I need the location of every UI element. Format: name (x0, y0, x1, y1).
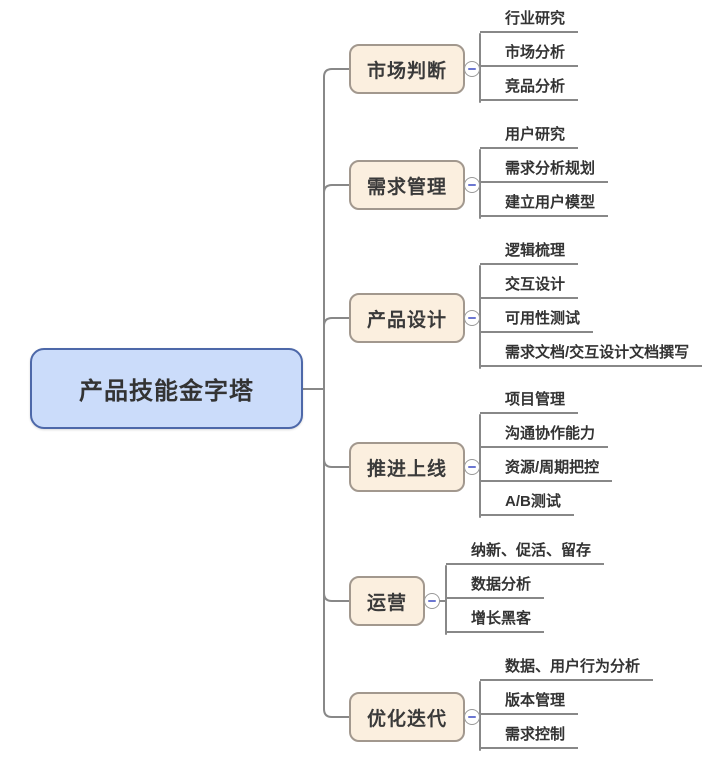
subtopic-node[interactable]: 建立用户模型 (480, 193, 609, 217)
subtopic-node[interactable]: 数据、用户行为分析 (480, 657, 654, 681)
main-topic-6-label: 优化迭代 (366, 708, 447, 730)
main-topic-4-label: 推进上线 (366, 458, 447, 480)
subtopic-node[interactable]: 市场分析 (480, 43, 579, 67)
main-topic-5-label: 运营 (366, 592, 407, 614)
minus-icon (468, 716, 476, 718)
subtopic-node[interactable]: 交互设计 (480, 275, 579, 299)
main-topic-3-label: 产品设计 (366, 309, 447, 331)
subtopic-node[interactable]: 需求控制 (480, 725, 579, 749)
minus-icon (428, 600, 436, 602)
minus-icon (468, 466, 476, 468)
subtopic-node[interactable]: 增长黑客 (446, 609, 545, 633)
main-topic-5[interactable]: 运营 (349, 576, 425, 626)
collapse-icon[interactable] (464, 177, 480, 193)
subtopic-node[interactable]: 沟通协作能力 (480, 424, 609, 448)
central-topic-label: 产品技能金字塔 (79, 378, 254, 405)
subtopic-node[interactable]: 数据分析 (446, 575, 545, 599)
main-topic-1[interactable]: 市场判断 (349, 44, 465, 94)
subtopic-node[interactable]: 需求文档/交互设计文档撰写 (480, 343, 703, 367)
minus-icon (468, 317, 476, 319)
branch-elbow-connectors (323, 68, 351, 718)
collapse-icon[interactable] (464, 61, 480, 77)
subtopic-node[interactable]: 逻辑梳理 (480, 241, 579, 265)
subtopic-node[interactable]: 竞品分析 (480, 77, 579, 101)
subtopic-node[interactable]: 版本管理 (480, 691, 579, 715)
child-rail-connectors (445, 33, 481, 751)
subtopic-node[interactable]: 资源/周期把控 (480, 458, 613, 482)
subtopic-node[interactable]: A/B测试 (480, 492, 574, 516)
main-topic-6[interactable]: 优化迭代 (349, 692, 465, 742)
subtopic-node[interactable]: 需求分析规划 (480, 159, 609, 183)
collapse-icon[interactable] (464, 310, 480, 326)
main-topic-2-label: 需求管理 (366, 176, 447, 198)
subtopic-node[interactable]: 可用性测试 (480, 309, 594, 333)
main-topic-4[interactable]: 推进上线 (349, 442, 465, 492)
collapse-icon[interactable] (464, 709, 480, 725)
main-topic-1-label: 市场判断 (366, 60, 447, 82)
subtopic-node[interactable]: 项目管理 (480, 390, 579, 414)
subtopic-node[interactable]: 纳新、促活、留存 (446, 541, 605, 565)
minus-icon (468, 184, 476, 186)
main-topic-2[interactable]: 需求管理 (349, 160, 465, 210)
collapse-icon[interactable] (424, 593, 440, 609)
central-topic[interactable]: 产品技能金字塔 (30, 348, 303, 429)
collapse-icon[interactable] (464, 459, 480, 475)
subtopic-node[interactable]: 用户研究 (480, 125, 579, 149)
minus-icon (468, 68, 476, 70)
root-trunk-connector (302, 76, 325, 710)
subtopic-node[interactable]: 行业研究 (480, 9, 579, 33)
main-topic-3[interactable]: 产品设计 (349, 293, 465, 343)
